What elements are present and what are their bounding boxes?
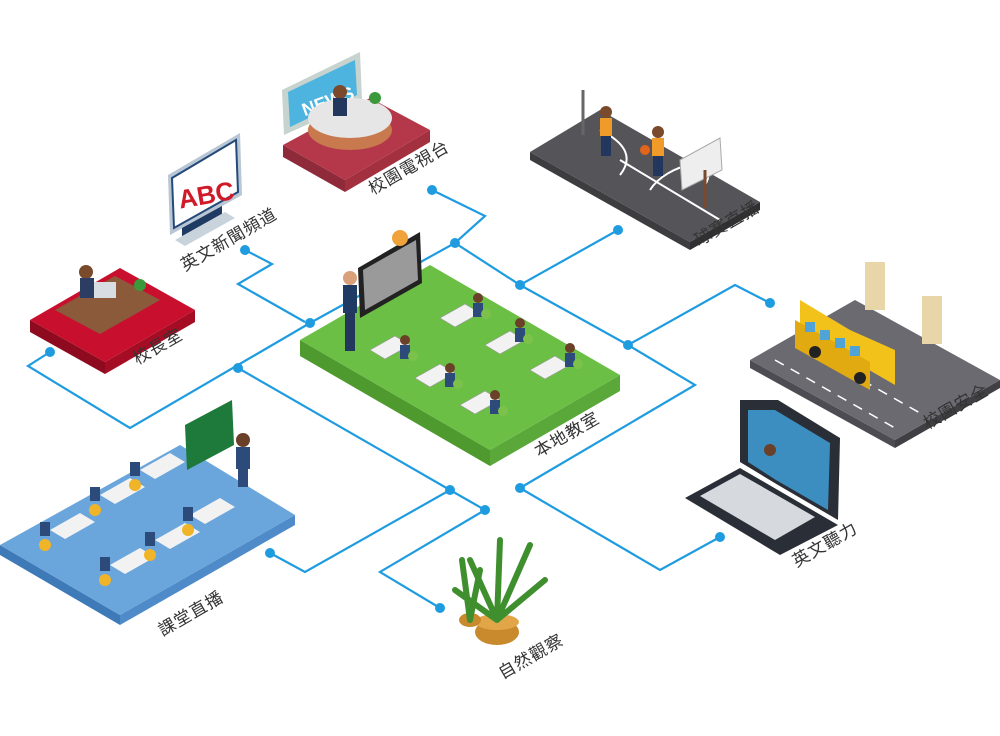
line-listening-main	[519, 344, 698, 489]
line-class-live	[269, 489, 451, 574]
laptop-illustration	[685, 400, 840, 555]
line-principal	[25, 322, 311, 430]
campus-safety-illustration	[750, 262, 1000, 448]
principal-office-illustration	[30, 265, 195, 374]
basketball-court-illustration	[530, 90, 760, 250]
local-classroom-illustration	[300, 230, 620, 466]
class-live-illustration	[0, 400, 295, 625]
line-ball-game	[454, 229, 619, 287]
connector-dots	[45, 185, 775, 613]
tv-studio-illustration: NEWS	[282, 52, 430, 192]
abc-monitor-illustration: ABC	[168, 133, 242, 246]
line-listening	[519, 487, 721, 572]
line-safety	[519, 283, 771, 347]
plant-illustration	[452, 537, 548, 645]
line-english-news	[235, 249, 306, 323]
